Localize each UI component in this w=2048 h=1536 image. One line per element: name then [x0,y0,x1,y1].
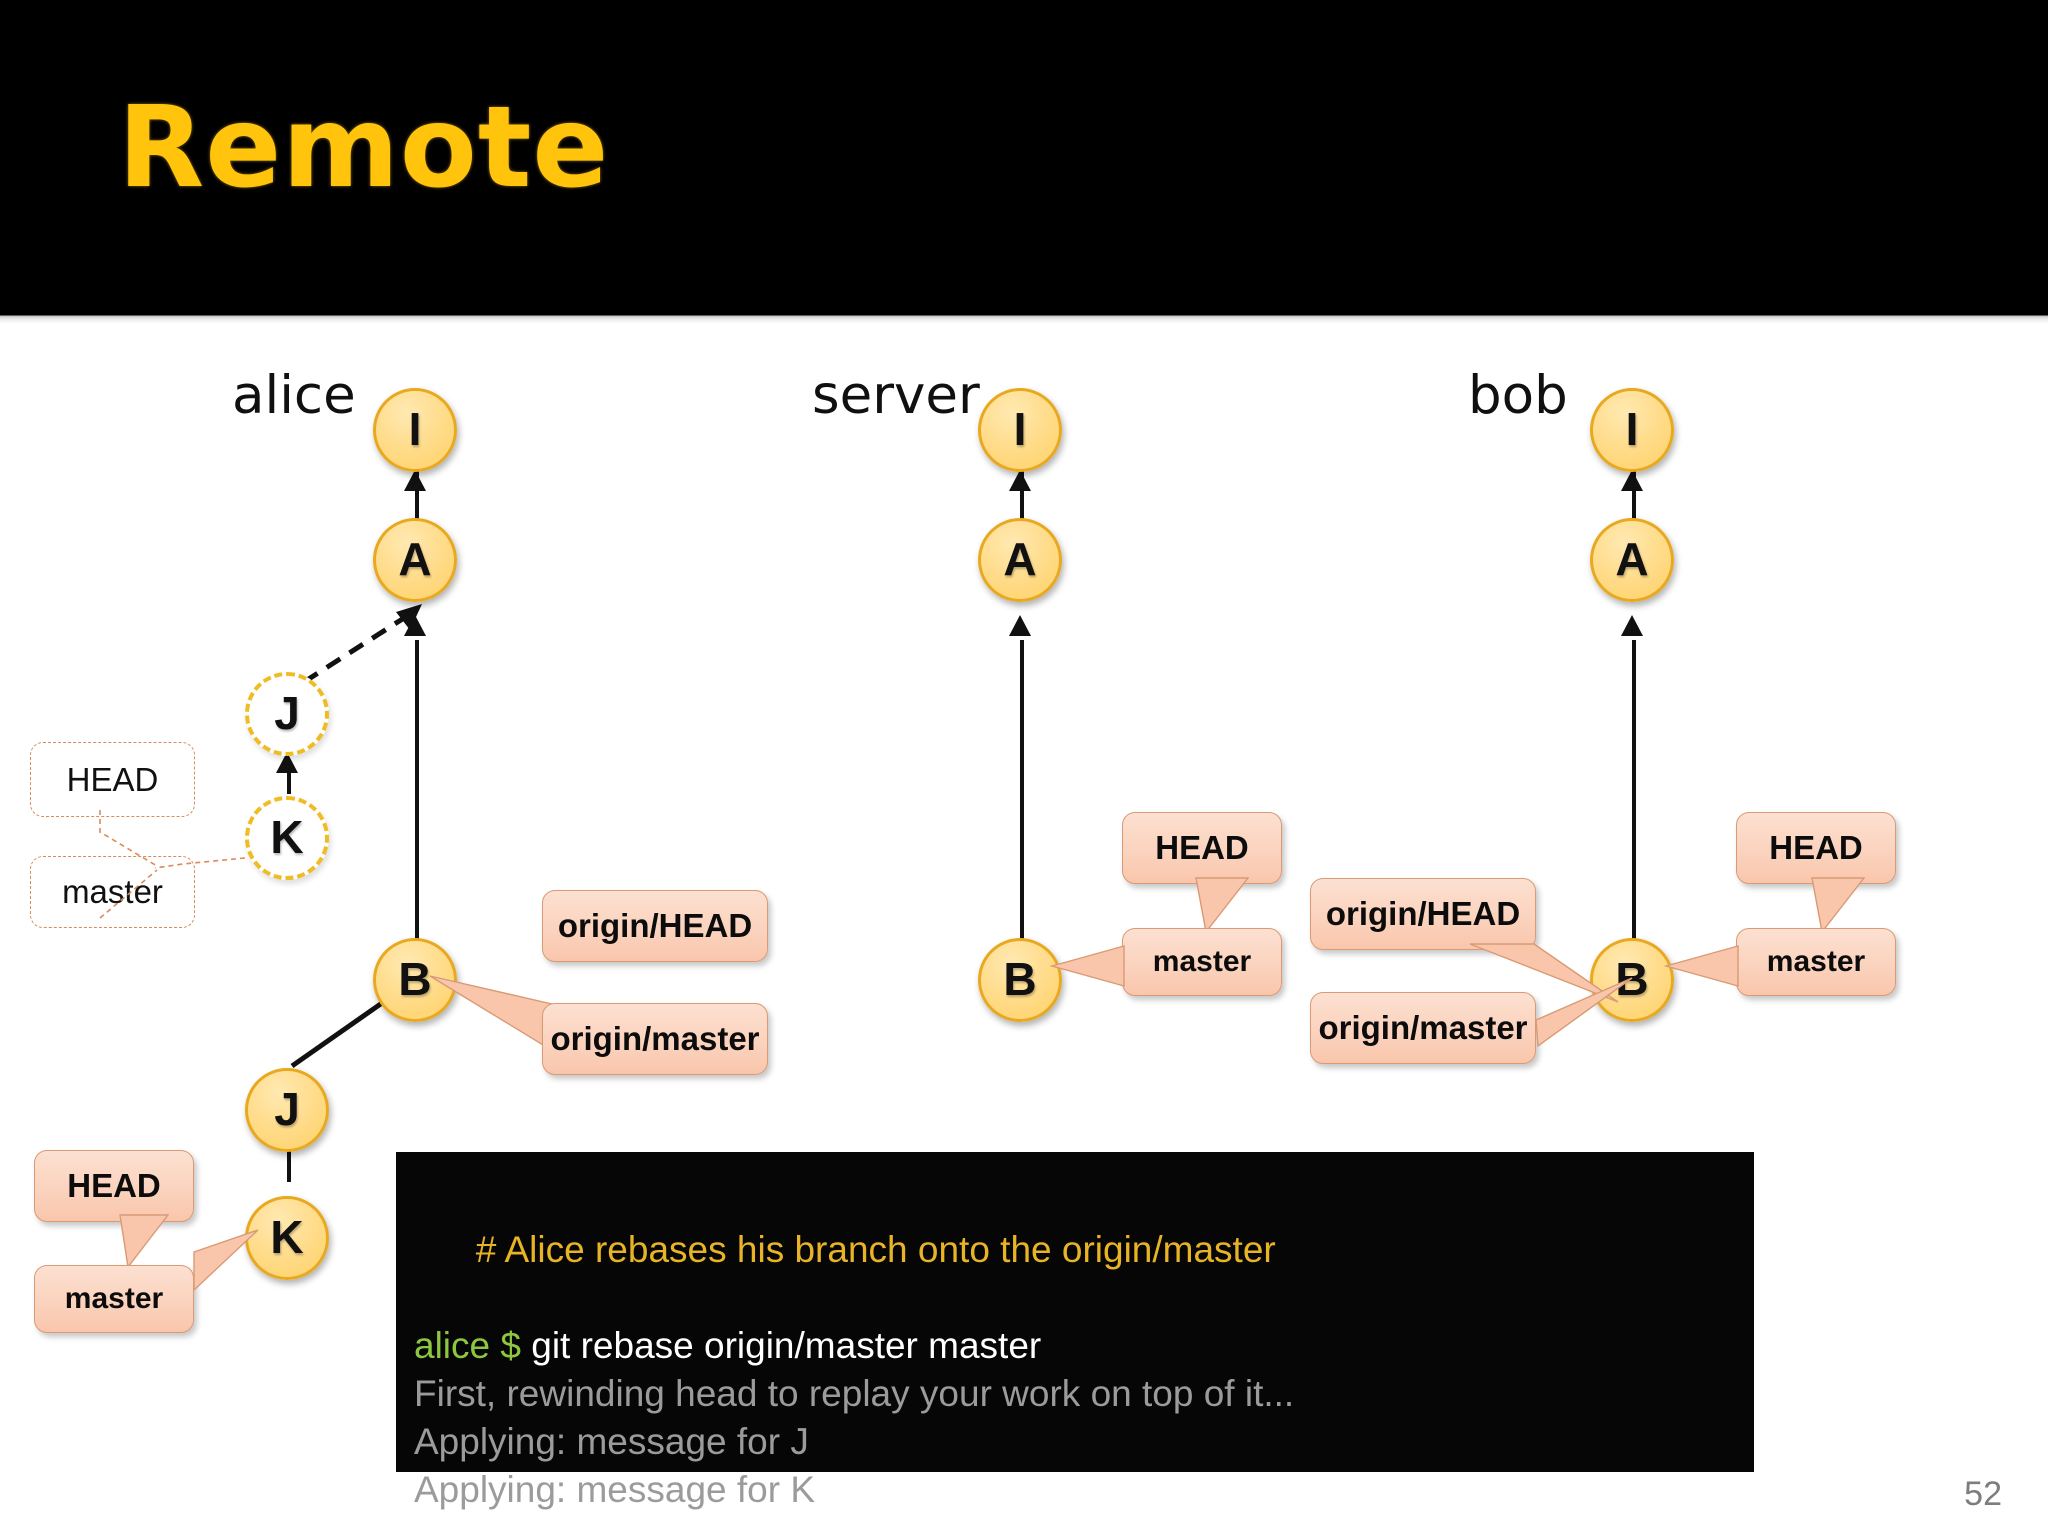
commit-node-alice-ghost-j[interactable]: J [245,672,329,756]
edge-ghost-j-to-a [300,600,426,686]
commit-node-alice-a[interactable]: A [373,518,457,602]
commit-node-bob-b[interactable]: B [1590,938,1674,1022]
commit-node-alice-i[interactable]: I [373,388,457,472]
terminal-panel: # Alice rebases his branch onto the orig… [396,1152,1754,1510]
edge-b-to-a [415,640,419,940]
commit-label: B [1003,952,1037,1005]
page-title: Remote [118,83,610,213]
column-label-bob: bob [1468,365,1568,426]
edge-bob-a-to-i [1632,470,1636,538]
arrowhead-bob-b-to-a [1621,615,1643,636]
terminal-prompt: $ [500,1325,521,1366]
arrowhead-ghost-k-to-j [276,752,298,773]
callout-alice-master[interactable]: master [34,1265,194,1333]
title-separator [0,310,2048,324]
commit-label: K [270,810,304,863]
callout-alice-origin-head[interactable]: origin/HEAD [542,890,768,962]
callout-alice-origin-master[interactable]: origin/master [542,1003,768,1075]
column-label-server: server [812,365,980,426]
commit-label: B [398,952,432,1005]
commit-label: A [398,532,432,585]
commit-node-alice-k[interactable]: K [245,1196,329,1280]
commit-label: I [408,402,422,455]
callout-bob-origin-head[interactable]: origin/HEAD [1310,878,1536,950]
commit-label: B [1615,952,1649,1005]
commit-label: A [1003,532,1037,585]
callout-bob-master[interactable]: master [1736,928,1896,996]
commit-label: J [274,1082,300,1135]
edge-bob-b-to-a [1632,640,1636,940]
commit-node-alice-b[interactable]: B [373,938,457,1022]
commit-label: A [1615,532,1649,585]
title-bar [0,0,2048,310]
page-number: 52 [1964,1475,2002,1513]
commit-label: I [1013,402,1027,455]
callout-alice-head[interactable]: HEAD [34,1150,194,1222]
terminal-output-line-1: First, rewinding head to replay your wor… [414,1373,1295,1414]
column-label-alice: alice [232,365,356,426]
callout-bob-head[interactable]: HEAD [1736,812,1896,884]
edge-server-b-to-a [1020,640,1024,940]
terminal-user: alice [414,1325,491,1366]
terminal-output-line-2: Applying: message for J [414,1421,809,1462]
callout-bob-origin-master[interactable]: origin/master [1310,992,1536,1064]
commit-node-bob-i[interactable]: I [1590,388,1674,472]
arrowhead-a-to-i [404,470,426,491]
commit-label: I [1625,402,1639,455]
terminal-comment-text: # Alice rebases his branch onto the orig… [475,1229,1276,1270]
commit-label: K [270,1210,304,1263]
callout-alice-ghost-head[interactable]: HEAD [30,742,195,817]
commit-node-alice-ghost-k[interactable]: K [245,796,329,880]
commit-node-server-a[interactable]: A [978,518,1062,602]
terminal-space-1 [490,1325,500,1366]
commit-node-bob-a[interactable]: A [1590,518,1674,602]
commit-node-server-b[interactable]: B [978,938,1062,1022]
terminal-command-text: git rebase origin/master master [531,1325,1042,1366]
terminal-line-command: alice $ git rebase origin/master master [414,1322,1736,1370]
arrowhead-bob-a-to-i [1621,470,1643,491]
edge-a-to-i [415,470,419,538]
callout-server-head[interactable]: HEAD [1122,812,1282,884]
commit-node-server-i[interactable]: I [978,388,1062,472]
terminal-line-comment: # Alice rebases his branch onto the orig… [414,1178,1736,1322]
edge-k-to-j [287,1146,291,1182]
arrowhead-server-a-to-i [1009,470,1031,491]
arrowhead-server-b-to-a [1009,615,1031,636]
commit-node-alice-j[interactable]: J [245,1068,329,1152]
edge-server-a-to-i [1020,470,1024,538]
commit-label: J [274,686,300,739]
terminal-output-line-3: Applying: message for K [414,1469,816,1510]
edge-ghost-k-to-j [287,770,291,794]
callout-alice-ghost-master[interactable]: master [30,856,195,928]
terminal-space-2 [521,1325,531,1366]
callout-server-master[interactable]: master [1122,928,1282,996]
